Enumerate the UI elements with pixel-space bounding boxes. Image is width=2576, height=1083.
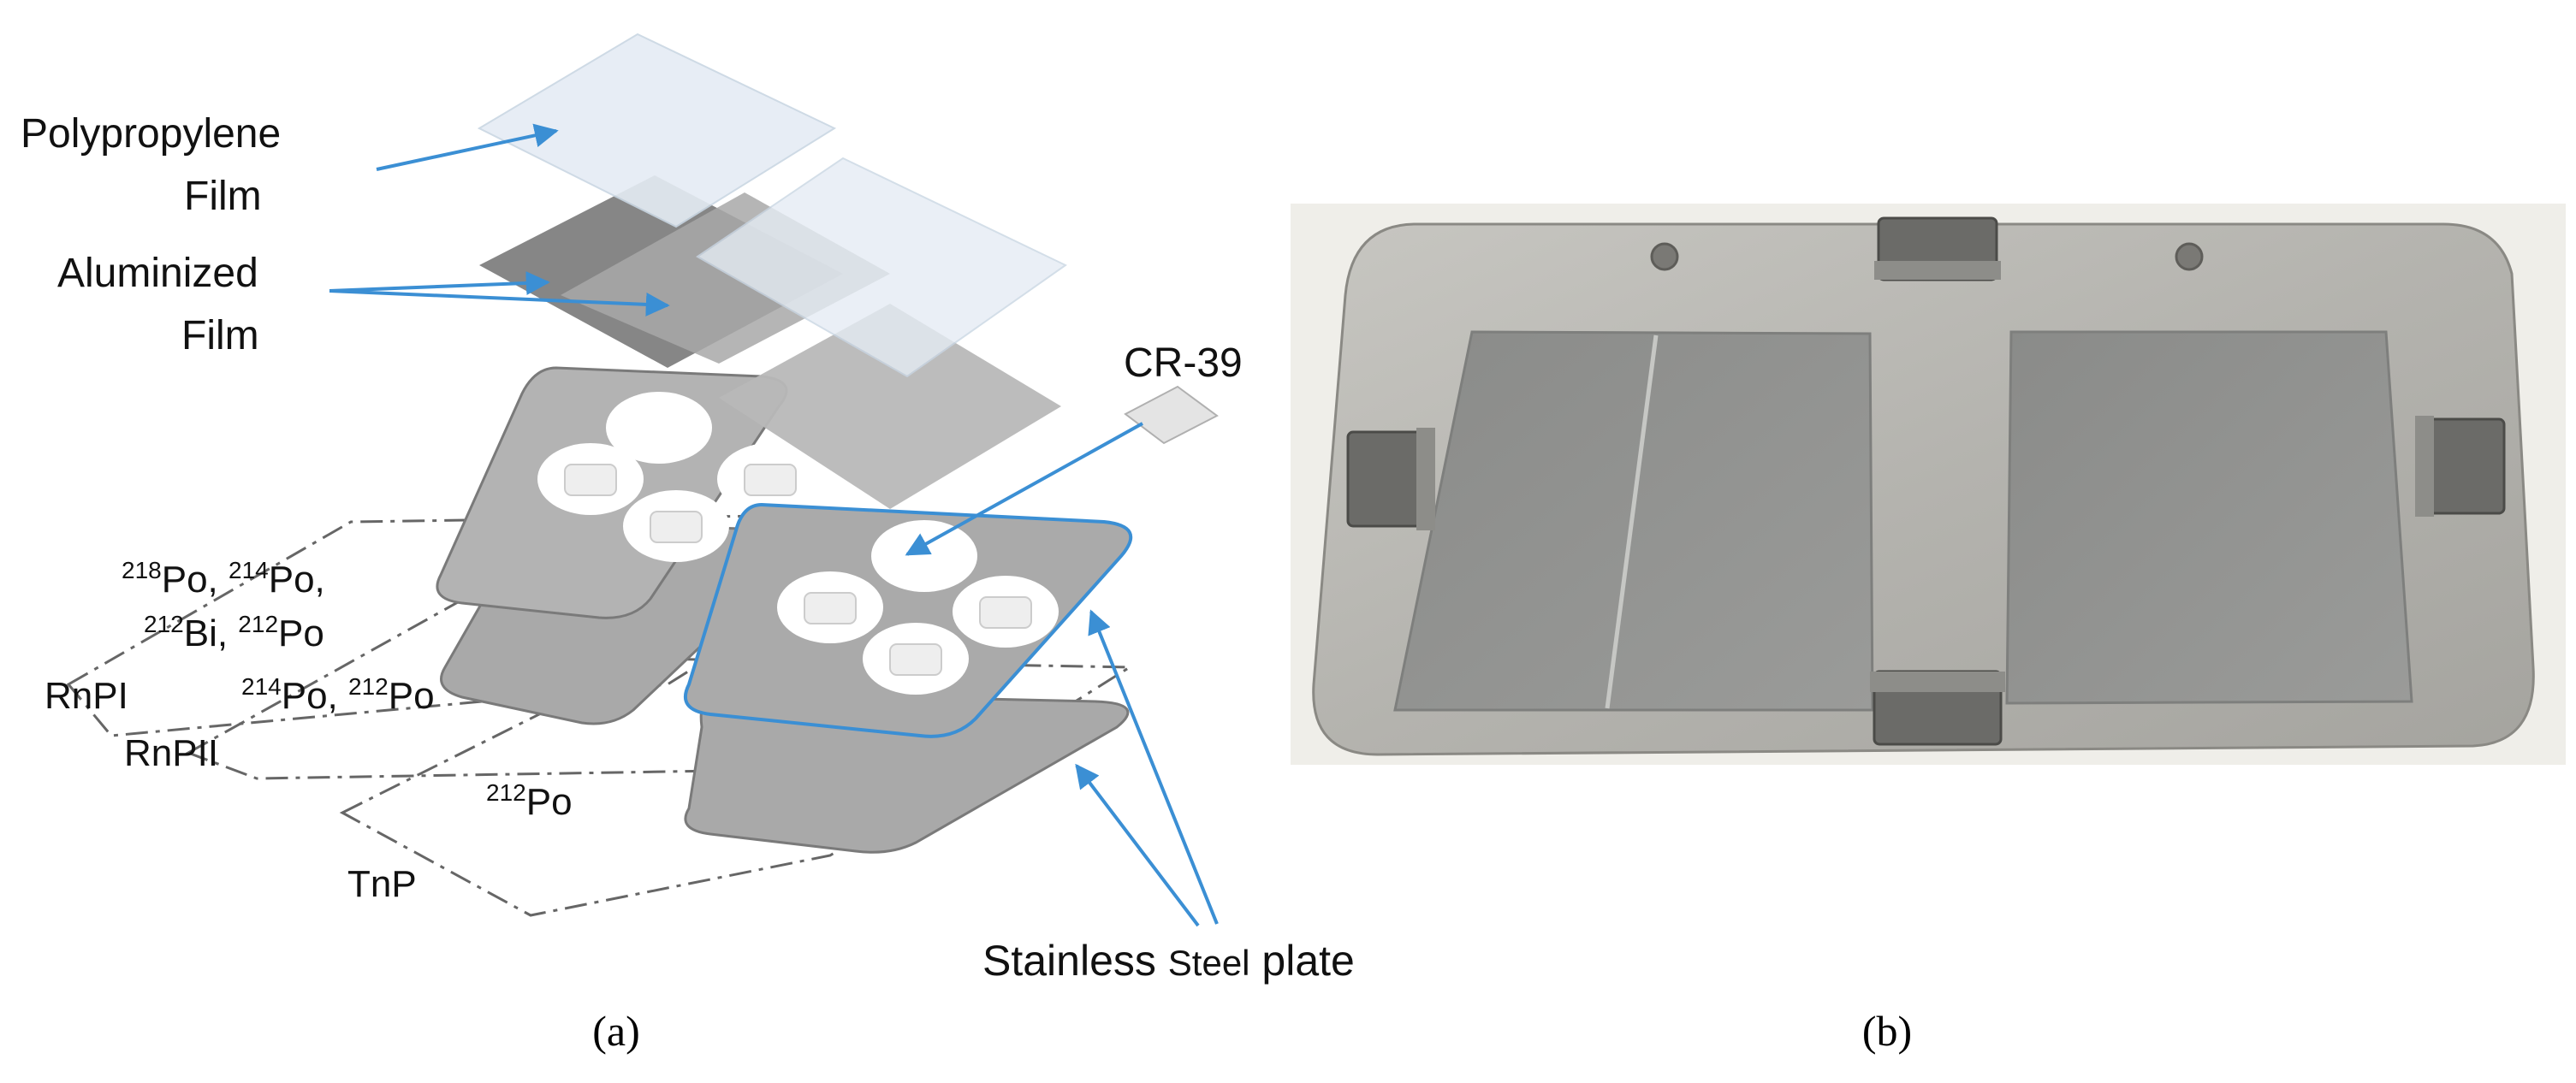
plate-word-2: Steel xyxy=(1168,943,1250,983)
arrow-polypropylene xyxy=(376,123,559,171)
aluminized-film-right xyxy=(719,304,1061,509)
label-nuclides-row1: 218Po, 214Po, xyxy=(122,557,325,601)
caption-a: (a) xyxy=(592,1007,640,1055)
sup-212-d: 212 xyxy=(486,779,526,806)
labels: Polypropylene Film Aluminized Film CR-39… xyxy=(21,111,1355,985)
hole xyxy=(871,520,977,592)
detector-right xyxy=(2005,330,2413,705)
label-tnp: TnP xyxy=(347,863,417,905)
arrow-plate-2 xyxy=(1075,763,1200,927)
cr39-chip xyxy=(650,511,703,543)
detector-seam xyxy=(1605,334,1659,709)
caption-b: (b) xyxy=(1862,1007,1912,1055)
clip-left-band xyxy=(1416,428,1435,530)
stainless-steel-plate xyxy=(683,502,1133,738)
polypropylene-film-right xyxy=(696,157,1067,378)
clip-bottom-band xyxy=(1870,672,2005,692)
polypropylene-film-top xyxy=(477,33,837,228)
label-polypropylene-line1: Polypropylene xyxy=(21,111,281,157)
sup-212-c: 212 xyxy=(348,673,389,700)
panel-b-photo: (b) xyxy=(1291,204,2566,1055)
label-nuclides-row3: 214Po, 212Po xyxy=(241,673,435,717)
rnpii-outline xyxy=(185,589,1058,780)
label-cr39: CR-39 xyxy=(1124,340,1243,386)
panel-a-diagram: Polypropylene Film Aluminized Film CR-39… xyxy=(21,33,1355,1055)
mounting-hole xyxy=(2175,242,2204,271)
hole xyxy=(606,392,712,464)
arrow-plate-1 xyxy=(1088,609,1219,925)
rnpi-holes xyxy=(537,392,823,562)
po-5: Po xyxy=(389,675,435,717)
po-4: Po, xyxy=(282,675,348,717)
clip-right-band xyxy=(2415,416,2434,517)
bi: Bi, xyxy=(184,613,239,654)
po-6: Po xyxy=(526,781,573,823)
label-stainless-steel-plate: Stainless Steel plate xyxy=(982,937,1355,985)
label-nuclides-row2: 212Bi, 212Po xyxy=(144,611,324,654)
cr39-chip xyxy=(889,643,942,676)
tnp-plate xyxy=(684,691,1130,854)
cr39-chip xyxy=(564,464,617,496)
mounting-hole xyxy=(1650,242,1679,271)
plate-word-3: plate xyxy=(1250,937,1355,985)
tnp-outline xyxy=(339,657,1135,917)
clips xyxy=(1346,216,2506,746)
label-aluminized-line2: Film xyxy=(181,313,259,358)
cr39-chip xyxy=(979,596,1032,629)
po-2: Po, xyxy=(269,559,325,601)
po-3: Po xyxy=(278,613,324,654)
sup-212-bi: 212 xyxy=(144,611,184,637)
sup-214-b: 214 xyxy=(241,673,282,700)
sup-214: 214 xyxy=(229,557,269,583)
cr39-chip xyxy=(804,592,857,624)
group-outlines xyxy=(66,512,1135,917)
cr39-chip xyxy=(744,464,797,496)
po-1: Po, xyxy=(162,559,229,601)
plate-word-1: Stainless xyxy=(982,937,1168,985)
clip-top-band xyxy=(1874,261,2001,280)
arrow-cr39 xyxy=(905,422,1143,556)
cr39-sample xyxy=(1124,385,1219,445)
sup-218: 218 xyxy=(122,557,162,583)
arrow-aluminized-1 xyxy=(329,270,550,295)
rnpi-outline xyxy=(66,512,947,737)
label-aluminized-line1: Aluminized xyxy=(57,251,258,296)
label-rnpi: RnPI xyxy=(45,675,128,717)
arrows xyxy=(329,123,1219,927)
label-nuclides-row4: 212Po xyxy=(486,779,573,823)
sup-212-po: 212 xyxy=(238,611,278,637)
label-polypropylene-line2: Film xyxy=(184,174,262,219)
plate-holes xyxy=(777,520,1059,695)
label-rnpii: RnPII xyxy=(124,732,218,774)
arrow-aluminized-2 xyxy=(329,289,670,317)
